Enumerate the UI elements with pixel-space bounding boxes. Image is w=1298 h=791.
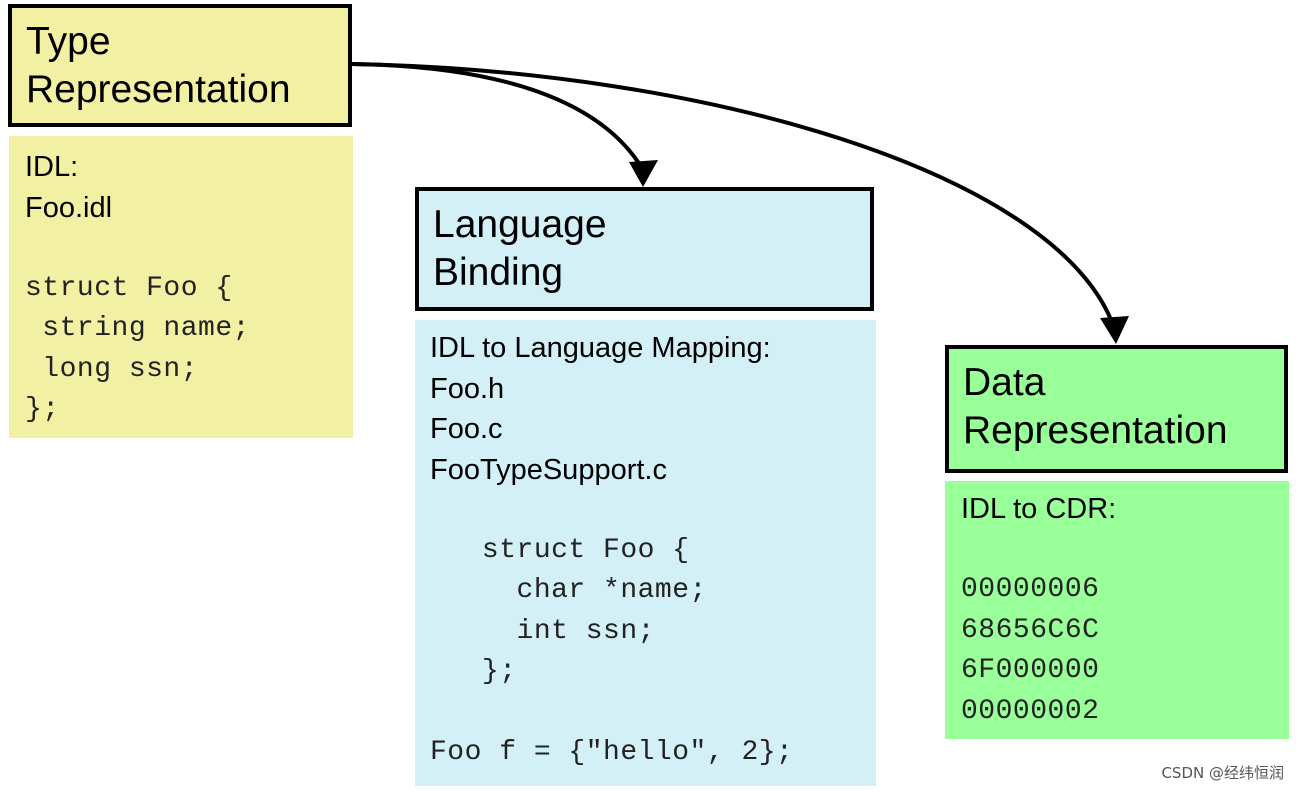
title-line: Data xyxy=(963,361,1046,404)
title-line: Representation xyxy=(963,409,1228,452)
code-line: struct Foo { xyxy=(25,272,233,304)
arrow-head-data-representation xyxy=(1100,316,1129,344)
text-line: IDL: xyxy=(25,151,79,183)
language-binding-title: Language Binding xyxy=(415,187,874,311)
data-representation-panel: IDL to CDR: 00000006 68656C6C 6F000000 00000… xyxy=(945,481,1289,739)
code-line: 6F000000 xyxy=(961,655,1100,686)
arrow-to-data-representation xyxy=(351,62,1114,323)
code-line: 68656C6C xyxy=(961,614,1100,646)
title-line: Type xyxy=(26,20,111,63)
type-representation-title: Type Representation xyxy=(8,4,352,127)
code-line: }; xyxy=(25,394,60,425)
arrow-head-language-binding xyxy=(629,160,658,187)
text-line: FooTypeSupport.c xyxy=(430,453,667,486)
title-line: Representation xyxy=(26,68,291,111)
title-line: Binding xyxy=(433,251,564,294)
code-line: 00000006 xyxy=(961,574,1100,605)
code-line: long ssn; xyxy=(25,353,199,385)
code-line: }; xyxy=(430,656,517,687)
code-line: Foo f = {"hello", 2}; xyxy=(430,737,794,768)
title-line: Language xyxy=(433,203,607,246)
code-line: int ssn; xyxy=(430,615,655,647)
code-line: char *name; xyxy=(430,575,707,606)
type-representation-panel: IDL: Foo.idl struct Foo { string name; lon… xyxy=(9,136,353,438)
text-line: Foo.idl xyxy=(25,191,113,224)
watermark: CSDN @经纬恒润 xyxy=(1161,764,1284,782)
code-line: struct Foo { xyxy=(430,534,690,566)
code-line: string name; xyxy=(25,313,250,344)
text-line: IDL to Language Mapping: xyxy=(430,332,771,364)
text-line: IDL to CDR: xyxy=(961,493,1117,525)
code-line: 00000002 xyxy=(961,695,1100,727)
text-line: Foo.c xyxy=(430,413,503,445)
arrow-to-language-binding xyxy=(351,62,644,170)
data-representation-title: Data Representation xyxy=(945,345,1288,473)
text-line: Foo.h xyxy=(430,372,505,405)
